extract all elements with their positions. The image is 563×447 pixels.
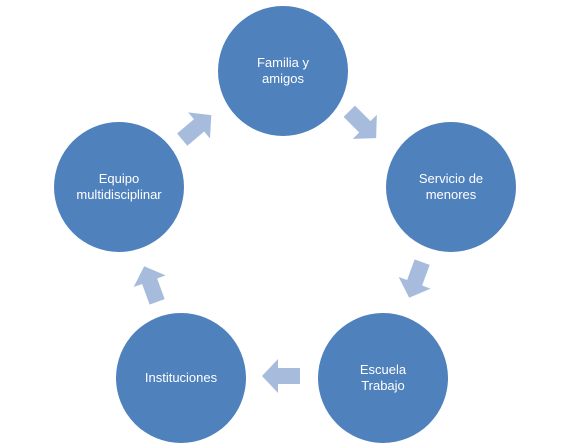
node-servicio-de-menores: Servicio de menores [386, 122, 516, 252]
arrow-equipo-to-familia [177, 112, 212, 146]
arrow-familia-to-servicio [343, 105, 377, 139]
node-label-equipo: Equipo multidisciplinar [76, 171, 162, 202]
arrow-escuela-to-instituciones [262, 359, 300, 393]
node-familia-y-amigos: Familia y amigos [218, 6, 348, 136]
node-label-servicio: Servicio de menores [418, 171, 484, 202]
node-label-escuela: Escuela Trabajo [359, 362, 407, 393]
node-escuela-trabajo: Escuela Trabajo [318, 313, 448, 443]
arrow-servicio-to-escuela [398, 259, 431, 298]
node-equipo-multidisciplinar: Equipo multidisciplinar [54, 122, 184, 252]
node-instituciones: Instituciones [116, 313, 246, 443]
node-label-instituciones: Instituciones [144, 370, 218, 385]
arrow-instituciones-to-equipo [133, 266, 166, 305]
node-label-familia: Familia y amigos [256, 55, 309, 86]
